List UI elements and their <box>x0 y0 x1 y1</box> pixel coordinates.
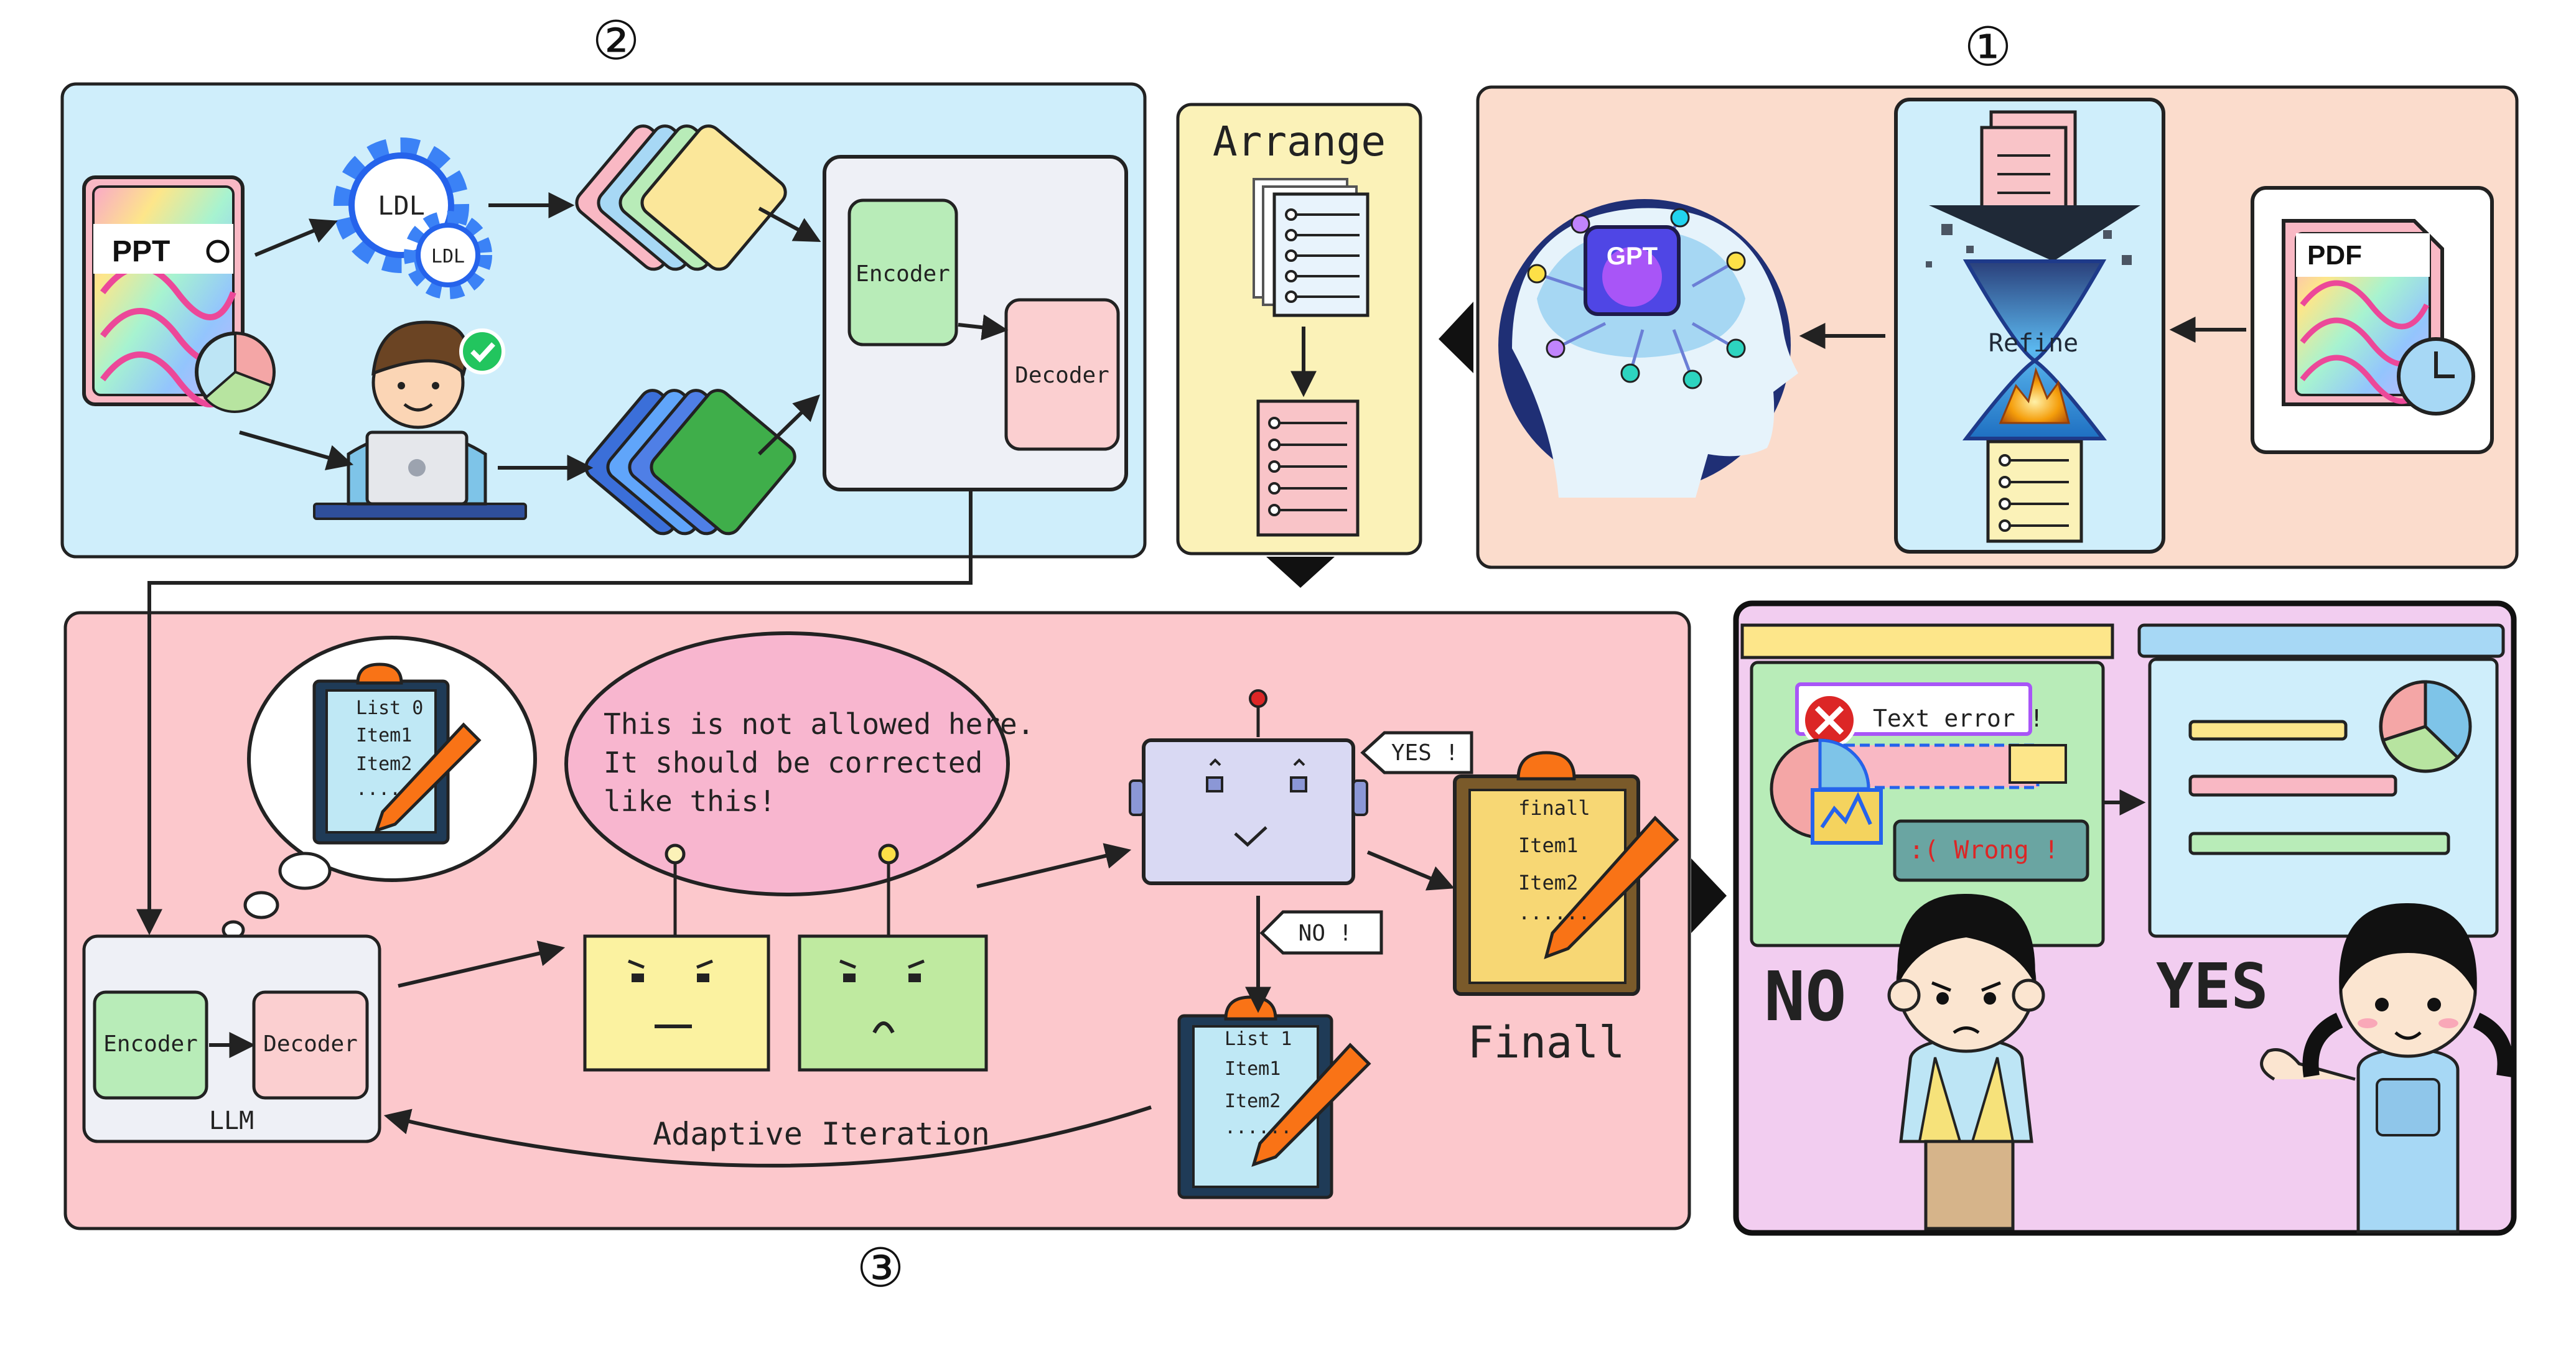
adaptive-iteration-label: Adaptive Iteration <box>653 1116 990 1152</box>
no-tag <box>1259 910 1383 955</box>
arrange-title: Arrange <box>1213 118 1386 165</box>
llm-encoder-label: Encoder <box>103 1031 198 1057</box>
boy-character-icon <box>1887 893 2045 1230</box>
card-stack-pastel <box>575 124 787 271</box>
document-stack-icon <box>1253 178 1370 317</box>
revise-list-item-0: List 1 <box>1225 1028 1292 1050</box>
yes-tag-label: YES ! <box>1391 740 1458 766</box>
panel-2-number: ② <box>592 10 640 72</box>
ldl-big-label: LDL <box>378 190 425 221</box>
no-label: NO <box>1764 957 1846 1036</box>
ldl-gear-icon: LDL LDL <box>334 137 492 299</box>
thought-list-item-2: Item2 <box>356 753 412 775</box>
llm-decoder-label: Decoder <box>263 1031 358 1057</box>
speech-line-3: like this! <box>604 784 776 818</box>
encoder-label: Encoder <box>856 261 950 287</box>
panel-3-number: ③ <box>856 1237 904 1299</box>
pdf-label: PDF <box>2307 240 2362 271</box>
person-at-laptop-icon <box>313 320 527 520</box>
llm-encoder-block <box>93 990 208 1100</box>
refine-hourglass-icon: Refine <box>1926 110 2140 543</box>
arranged-list-icon <box>1256 399 1360 537</box>
revise-list-item-2: Item2 <box>1225 1090 1281 1112</box>
critic-face-green <box>798 843 988 1072</box>
ppt-label: PPT <box>112 235 170 268</box>
wrong-box <box>1893 819 2089 882</box>
pdf-document-icon: PDF <box>2282 219 2475 416</box>
gpt-brain-head-icon: GPT <box>1498 199 1798 498</box>
panel-1-arrows <box>1799 317 2246 349</box>
final-list-item-1: Item1 <box>1518 834 1578 857</box>
speech-line-2: It should be corrected <box>604 746 982 779</box>
decoder-label: Decoder <box>1015 363 1109 388</box>
robot-icon <box>1129 689 1368 885</box>
revise-list-item-3: ...... <box>1225 1117 1292 1138</box>
ldl-small-label: LDL <box>431 246 465 267</box>
speech-bubble <box>564 631 1010 896</box>
final-clipboard-icon <box>1453 751 1679 996</box>
gpt-label: GPT <box>1607 243 1658 270</box>
no-tag-label: NO ! <box>1299 921 1353 946</box>
yes-slide-content <box>2188 680 2472 855</box>
thought-list-item-0: List 0 <box>356 697 423 719</box>
final-title: Finall <box>1468 1017 1625 1068</box>
card-stack-blue-green <box>584 389 796 536</box>
encoder-block <box>847 198 958 346</box>
thought-list-item-1: Item1 <box>356 725 412 746</box>
final-list-item-2: Item2 <box>1518 871 1578 894</box>
yes-label: YES <box>2156 950 2269 1023</box>
final-list-item-0: finall <box>1518 796 1590 820</box>
corrupted-content-icon <box>1770 738 2067 845</box>
revise-list-item-1: Item1 <box>1225 1058 1281 1080</box>
pointer-right-triangle <box>1691 858 1727 933</box>
critic-face-yellow <box>583 843 770 1072</box>
ppt-document-icon: PPT <box>82 175 276 413</box>
connector-panel2-to-llm <box>136 490 973 936</box>
yes-tag <box>1360 731 1473 774</box>
wrong-label: :( Wrong ! <box>1909 836 2059 865</box>
refine-label: Refine <box>1989 329 2079 358</box>
panel-3-arrows <box>209 843 1455 1168</box>
pencil-icon <box>374 722 482 833</box>
panel-1-number: ① <box>1964 16 2012 78</box>
text-error-label: Text error ! <box>1873 705 2044 732</box>
girl-character-icon <box>2260 903 2514 1234</box>
panel-2-arrows <box>239 192 1009 481</box>
pointer-left-triangle <box>1439 302 1473 373</box>
yes-slide-header-bar <box>2137 623 2505 658</box>
decoder-block <box>1004 298 1120 451</box>
final-list-item-3: ...... <box>1518 901 1590 924</box>
no-slide-header-bar <box>1740 623 2114 659</box>
llm-label: LLM <box>209 1107 254 1135</box>
thought-bubble <box>222 636 537 940</box>
pointer-down-triangle <box>1266 557 1335 588</box>
speech-line-1: This is not allowed here. <box>604 707 1034 741</box>
